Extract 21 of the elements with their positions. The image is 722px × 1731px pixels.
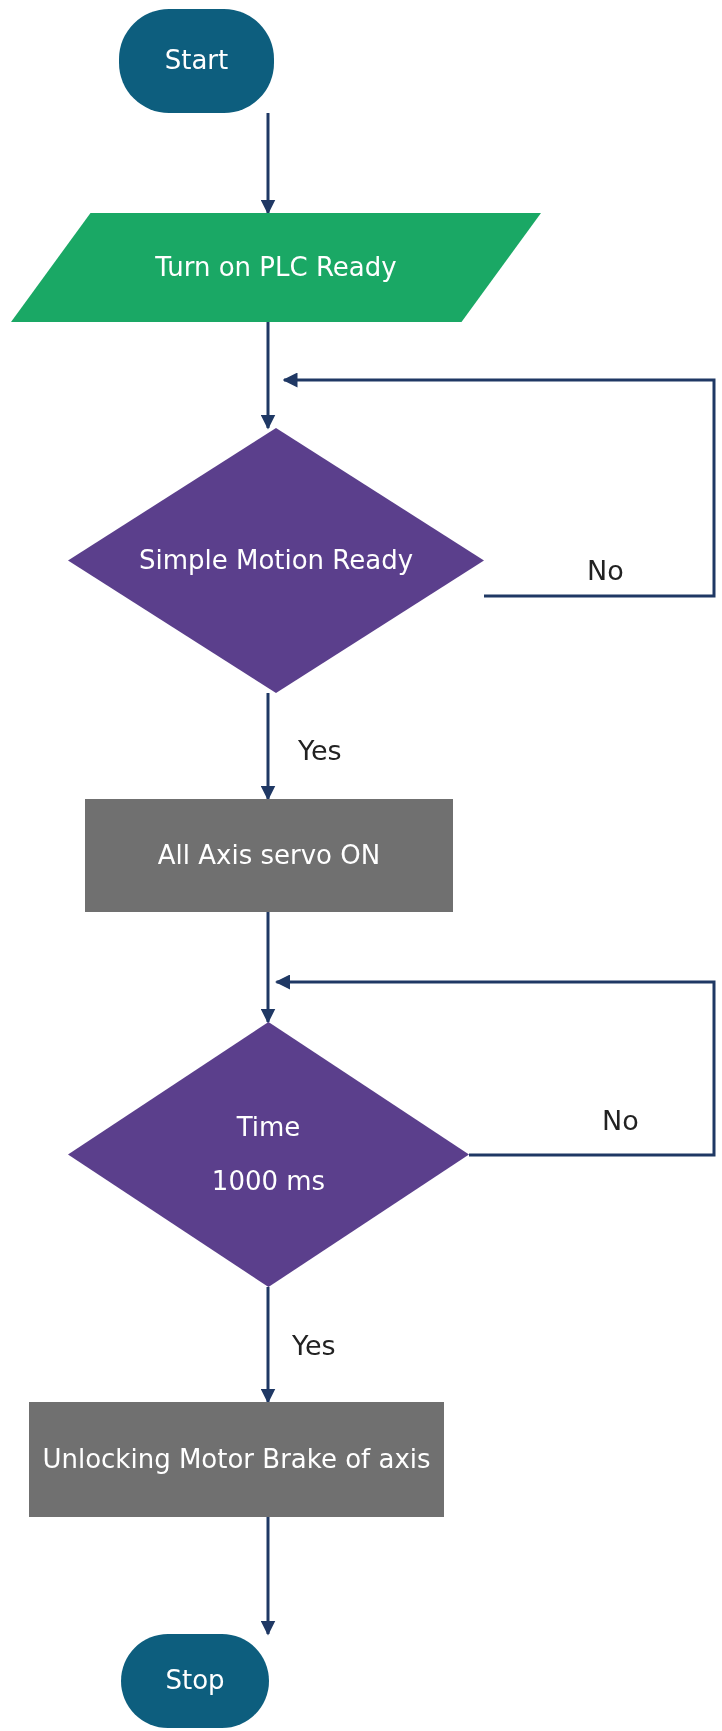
node-label: 1000 ms — [211, 1164, 326, 1198]
arrow — [275, 974, 716, 1157]
node-label: Stop — [165, 1664, 225, 1698]
arrow — [260, 912, 276, 1024]
arrow — [260, 693, 276, 801]
node-label: Time — [236, 1110, 301, 1144]
node-label: Unlocking Motor Brake of axis — [42, 1442, 431, 1476]
arrow — [260, 1517, 276, 1636]
decision-diamond — [68, 428, 484, 693]
process-box — [29, 1402, 444, 1517]
node-label: Turn on PLC Ready — [155, 250, 397, 284]
arrow — [260, 113, 276, 215]
arrow — [260, 322, 276, 430]
arrow — [282, 372, 716, 598]
node-label: All Axis servo ON — [157, 838, 381, 872]
input-output-parallelogram — [11, 213, 541, 322]
node-label: Start — [164, 44, 229, 78]
arrow — [260, 1287, 276, 1404]
process-box — [85, 799, 453, 912]
node-label: Simple Motion Ready — [138, 543, 414, 577]
decision-diamond — [68, 1022, 469, 1287]
